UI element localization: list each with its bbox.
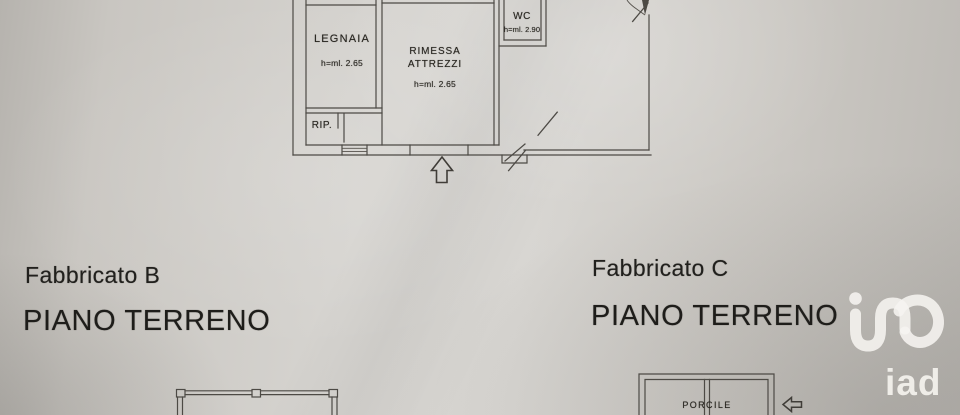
room-label-rimessa-line2: ATTREZZI [407, 59, 463, 70]
iad-logo-mark [850, 294, 944, 352]
iad-logo-dot [849, 292, 862, 305]
entrance-arrow-icon [429, 155, 455, 184]
floor-title-c: PIANO TERRENO [591, 300, 839, 332]
floorplan-bottom-right-drawing [638, 373, 803, 415]
floorplan-top-drawing [292, 0, 652, 184]
floor-title-b: PIANO TERRENO [23, 305, 271, 337]
floorplan-bottom-left-drawing [175, 388, 339, 415]
room-label-rimessa: RIMESSA ATTREZZI [392, 45, 478, 71]
room-label-wc: WC [513, 11, 531, 22]
iad-logo-wordmark: iad [885, 362, 941, 403]
room-height-legnaia: h=ml. 2.65 [321, 58, 363, 68]
building-title-b: Fabbricato B [25, 262, 161, 288]
iad-logo: iad [849, 292, 944, 403]
room-label-rimessa-line1: RIMESSA [409, 46, 461, 57]
room-height-rimessa: h=ml. 2.65 [414, 79, 456, 89]
building-title-c: Fabbricato C [592, 255, 729, 281]
room-label-legnaia: LEGNAIA [313, 33, 371, 45]
room-label-rip: RIP. [311, 120, 333, 131]
direction-arrow-icon [781, 395, 803, 414]
room-height-wc: h=ml. 2.90 [503, 25, 541, 34]
room-label-porcile: PORCILE [682, 400, 732, 410]
